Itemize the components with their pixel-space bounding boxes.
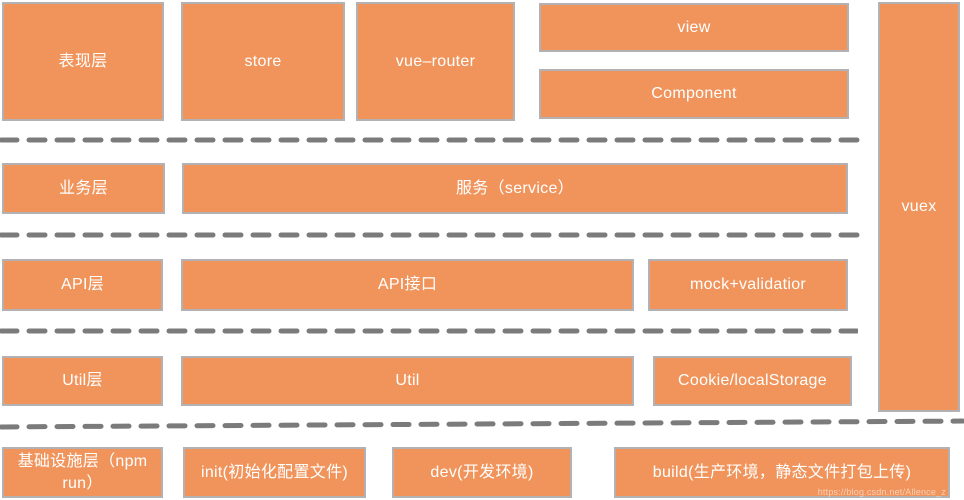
- box-component: Component: [539, 69, 849, 119]
- box-util-layer: Util层: [2, 356, 163, 406]
- box-vue-router: vue–router: [356, 2, 515, 121]
- box-api-interface: API接口: [181, 259, 634, 311]
- box-vuex: vuex: [878, 2, 960, 412]
- dashed-divider-4: [0, 418, 964, 430]
- box-api-layer: API层: [2, 259, 163, 311]
- box-util: Util: [181, 356, 634, 406]
- box-service: 服务（service）: [182, 163, 848, 214]
- box-dev: dev(开发环境): [392, 447, 572, 498]
- box-store: store: [181, 2, 345, 121]
- box-build: build(生产环境，静态文件打包上传): [614, 447, 950, 498]
- box-mock-validator: mock+validatior: [648, 259, 848, 311]
- dashed-divider-2: [0, 232, 860, 238]
- box-infrastructure-layer: 基础设施层（npm run）: [2, 447, 163, 498]
- box-presentation-layer: 表现层: [2, 2, 164, 121]
- dashed-divider-3: [0, 328, 858, 334]
- box-init: init(初始化配置文件): [183, 447, 366, 498]
- box-view: view: [539, 3, 849, 52]
- box-cookie-localstorage: Cookie/localStorage: [653, 356, 852, 406]
- dashed-divider-1: [0, 137, 860, 143]
- box-business-layer: 业务层: [2, 163, 165, 214]
